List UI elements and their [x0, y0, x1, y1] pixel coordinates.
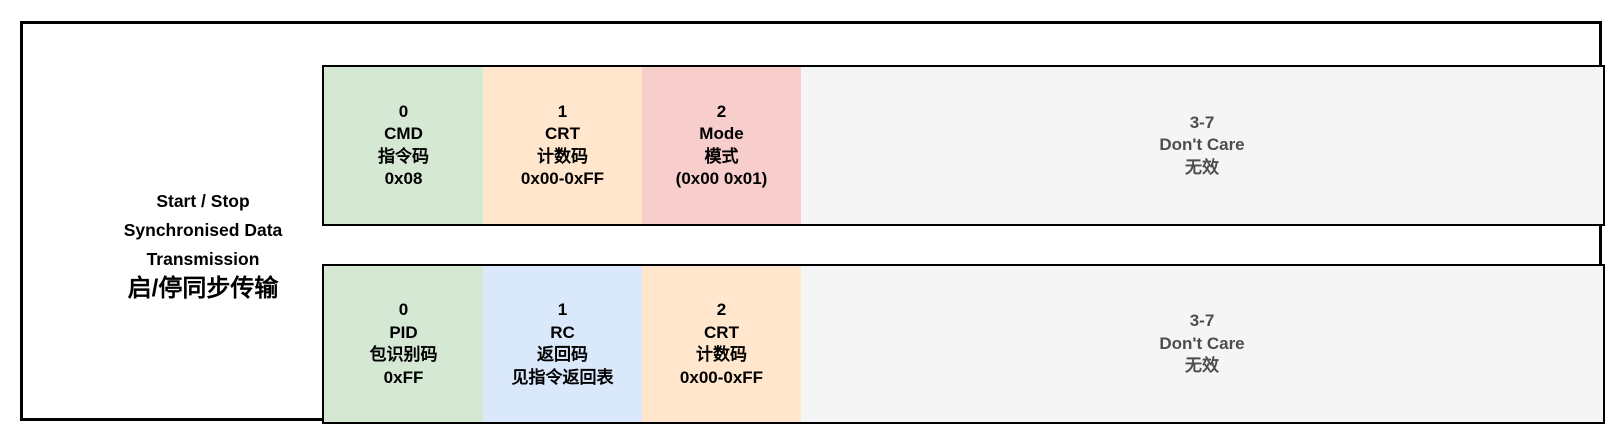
byte-field-line: RC [550, 322, 575, 342]
byte-field-line: CMD [384, 124, 423, 143]
byte-field-line: 3-7 [1189, 112, 1215, 132]
byte-field-line: Mode [699, 124, 744, 143]
byte-field-line: 2 [716, 300, 727, 319]
byte-field-line: 0x00-0xFF [679, 367, 764, 387]
byte-field-line: Don't Care [1159, 135, 1245, 155]
byte-field-line: CRT [545, 124, 580, 143]
byte-field-line: 0x00-0xFF [520, 169, 605, 188]
byte-field-line: 3-7 [1189, 311, 1215, 331]
section-label-line-en-1: Start / Stop [156, 191, 250, 211]
section-label-line-en-3: Transmission [146, 249, 260, 269]
byte-field-line: 计数码 [696, 345, 747, 364]
diagram-outer-frame: Start / Stop Synchronised Data Transmiss… [20, 21, 1605, 424]
transmission-section-label: Start / Stop Synchronised Data Transmiss… [53, 187, 353, 304]
section-label-line-en-2: Synchronised Data [123, 220, 283, 240]
byte-field-line: 1 [557, 300, 568, 319]
byte-field-line: 返回码 [537, 345, 588, 364]
byte-field-line: Don't Care [1159, 333, 1245, 353]
byte-field-line: PID [389, 322, 418, 342]
byte-field-line: (0x00 0x01) [675, 169, 768, 188]
byte-field-line: 2 [716, 101, 727, 121]
byte-field-line: 计数码 [537, 146, 588, 166]
byte-field-line: 0xFF [383, 367, 424, 387]
byte-field-line: CRT [704, 322, 739, 342]
byte-field-line: 包识别码 [369, 345, 438, 364]
section-label-line-zh: 启/停同步传输 [127, 275, 279, 302]
byte-field-line: 0 [398, 300, 409, 319]
byte-field-line: 1 [557, 101, 568, 121]
byte-field-line: 指令码 [378, 146, 429, 166]
byte-field-line: 模式 [704, 146, 739, 166]
byte-field-line: 见指令返回表 [511, 367, 614, 387]
byte-field-line: 0 [398, 101, 409, 121]
byte-field-line: 无效 [1185, 157, 1219, 177]
byte-field-line: 0x08 [384, 169, 423, 188]
byte-field-line: 无效 [1185, 356, 1219, 376]
